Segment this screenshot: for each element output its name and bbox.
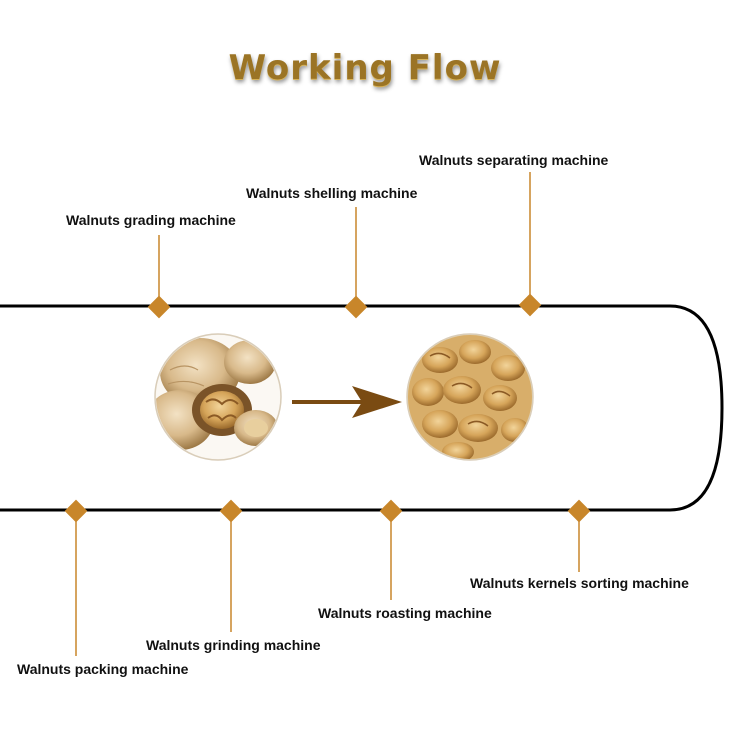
step-diamond bbox=[379, 499, 403, 523]
step-diamond bbox=[567, 499, 591, 523]
step-diamond bbox=[219, 499, 243, 523]
top-step-separating bbox=[518, 172, 542, 317]
label-kernels-sorting: Walnuts kernels sorting machine bbox=[470, 575, 689, 591]
step-diamond bbox=[344, 295, 368, 319]
step-diamond bbox=[518, 293, 542, 317]
step-diamond bbox=[147, 295, 171, 319]
top-step-shelling bbox=[344, 207, 368, 319]
label-roasting: Walnuts roasting machine bbox=[318, 605, 492, 621]
whole-walnuts-photo bbox=[154, 333, 282, 461]
walnut-kernels-photo bbox=[406, 333, 534, 461]
label-grinding: Walnuts grinding machine bbox=[146, 637, 321, 653]
bottom-step-packing bbox=[64, 499, 88, 656]
top-step-grading bbox=[147, 235, 171, 319]
label-grading: Walnuts grading machine bbox=[66, 212, 236, 228]
step-diamond bbox=[64, 499, 88, 523]
label-shelling: Walnuts shelling machine bbox=[246, 185, 418, 201]
process-arrow bbox=[292, 386, 402, 418]
bottom-step-sorting bbox=[567, 499, 591, 572]
bottom-step-grinding bbox=[219, 499, 243, 632]
page-title: Working Flow bbox=[228, 48, 502, 88]
label-separating: Walnuts separating machine bbox=[419, 152, 609, 168]
label-packing: Walnuts packing machine bbox=[17, 661, 189, 677]
bottom-step-roasting bbox=[379, 499, 403, 600]
flow-track bbox=[0, 304, 724, 512]
